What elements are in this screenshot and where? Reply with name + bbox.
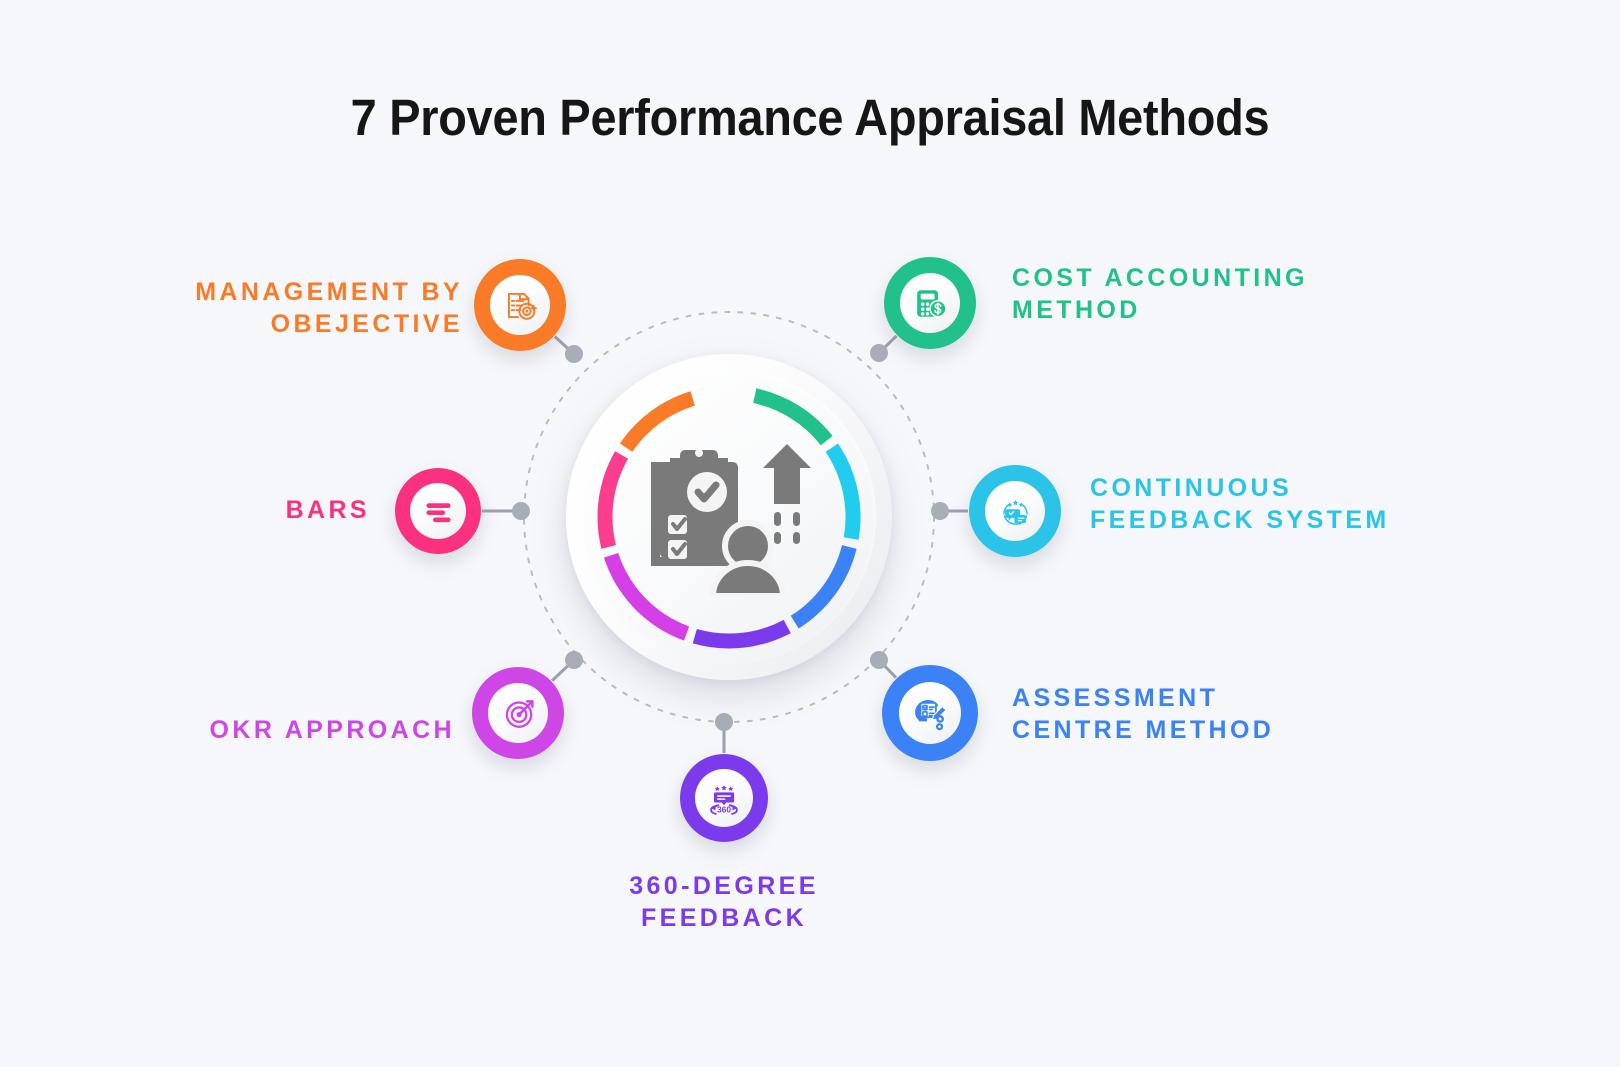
node-label-continuous-feedback-system: CONTINUOUS FEEDBACK SYSTEM — [1090, 474, 1390, 534]
ring-segment-assessment-centre — [790, 545, 857, 629]
node-icon-circle-360-degree-feedback[interactable]: 360 — [680, 754, 768, 842]
orbit-node-dot-continuous-feedback-system — [931, 502, 949, 520]
ring-segment-bars — [597, 451, 629, 549]
node-icon-circle-assessment-centre-method[interactable] — [882, 665, 978, 761]
orbit-node-dot-assessment-centre-method — [870, 651, 888, 669]
node-icon-circle-management-by-objective[interactable] — [474, 259, 566, 351]
node-inner-disc: 360 — [695, 769, 753, 827]
hub-segmented-ring — [597, 388, 861, 649]
node-inner-disc — [488, 683, 548, 743]
orbit-node-dot-management-by-objective — [565, 345, 583, 363]
node-icon-circle-continuous-feedback-system[interactable] — [969, 465, 1061, 557]
ring-segment-continuous-feedback — [825, 443, 861, 540]
node-inner-disc — [985, 481, 1045, 541]
node-inner-disc — [899, 682, 961, 744]
node-label-bars: BARS — [285, 496, 370, 524]
orbit-node-dot-360-degree-feedback — [715, 713, 733, 731]
node-inner-disc — [900, 273, 960, 333]
rotate-360-rating-icon: 360 — [710, 785, 738, 815]
node-label-assessment-centre-method: ASSESSMENT CENTRE METHOD — [1012, 684, 1275, 744]
page-title: 7 Proven Performance Appraisal Methods — [350, 89, 1270, 146]
orbit-node-dot-okr-approach — [565, 651, 583, 669]
target-arrow-icon — [505, 699, 534, 728]
node-label-cost-accounting-method: COST ACCOUNTING METHOD — [1012, 264, 1308, 324]
node-label-management-by-objective: MANAGEMENT BY OBEJECTIVE — [195, 278, 463, 338]
document-target-icon — [507, 292, 538, 320]
node-label-360-degree-feedback: 360-DEGREE FEEDBACK — [629, 872, 819, 932]
calculator-dollar-icon — [916, 289, 947, 317]
ring-segment-cost-accounting — [753, 388, 833, 446]
clipboard-checklist-person-growth-icon — [651, 444, 811, 596]
orbit-node-dot-bars — [512, 502, 530, 520]
ring-segment-okr-approach — [603, 552, 690, 641]
horizontal-bars-icon — [425, 502, 451, 522]
node-icon-circle-okr-approach[interactable] — [472, 667, 564, 759]
head-checklist-pencil-icon — [915, 699, 947, 731]
node-inner-disc — [490, 275, 550, 335]
node-label-okr-approach: OKR APPROACH — [209, 716, 455, 744]
orbit-node-dot-cost-accounting-method — [870, 344, 888, 362]
connector-lines — [482, 334, 968, 753]
node-icon-circle-bars[interactable] — [395, 468, 481, 554]
svg-text:360: 360 — [717, 805, 731, 815]
node-icon-circle-cost-accounting-method[interactable] — [884, 257, 976, 349]
ring-segment-management-by-objective — [619, 391, 696, 452]
chat-bubbles-stars-icon — [1002, 499, 1028, 525]
center-hub — [566, 354, 892, 680]
ring-segment-360-degree-feedback — [692, 619, 791, 649]
node-inner-disc — [410, 483, 466, 539]
